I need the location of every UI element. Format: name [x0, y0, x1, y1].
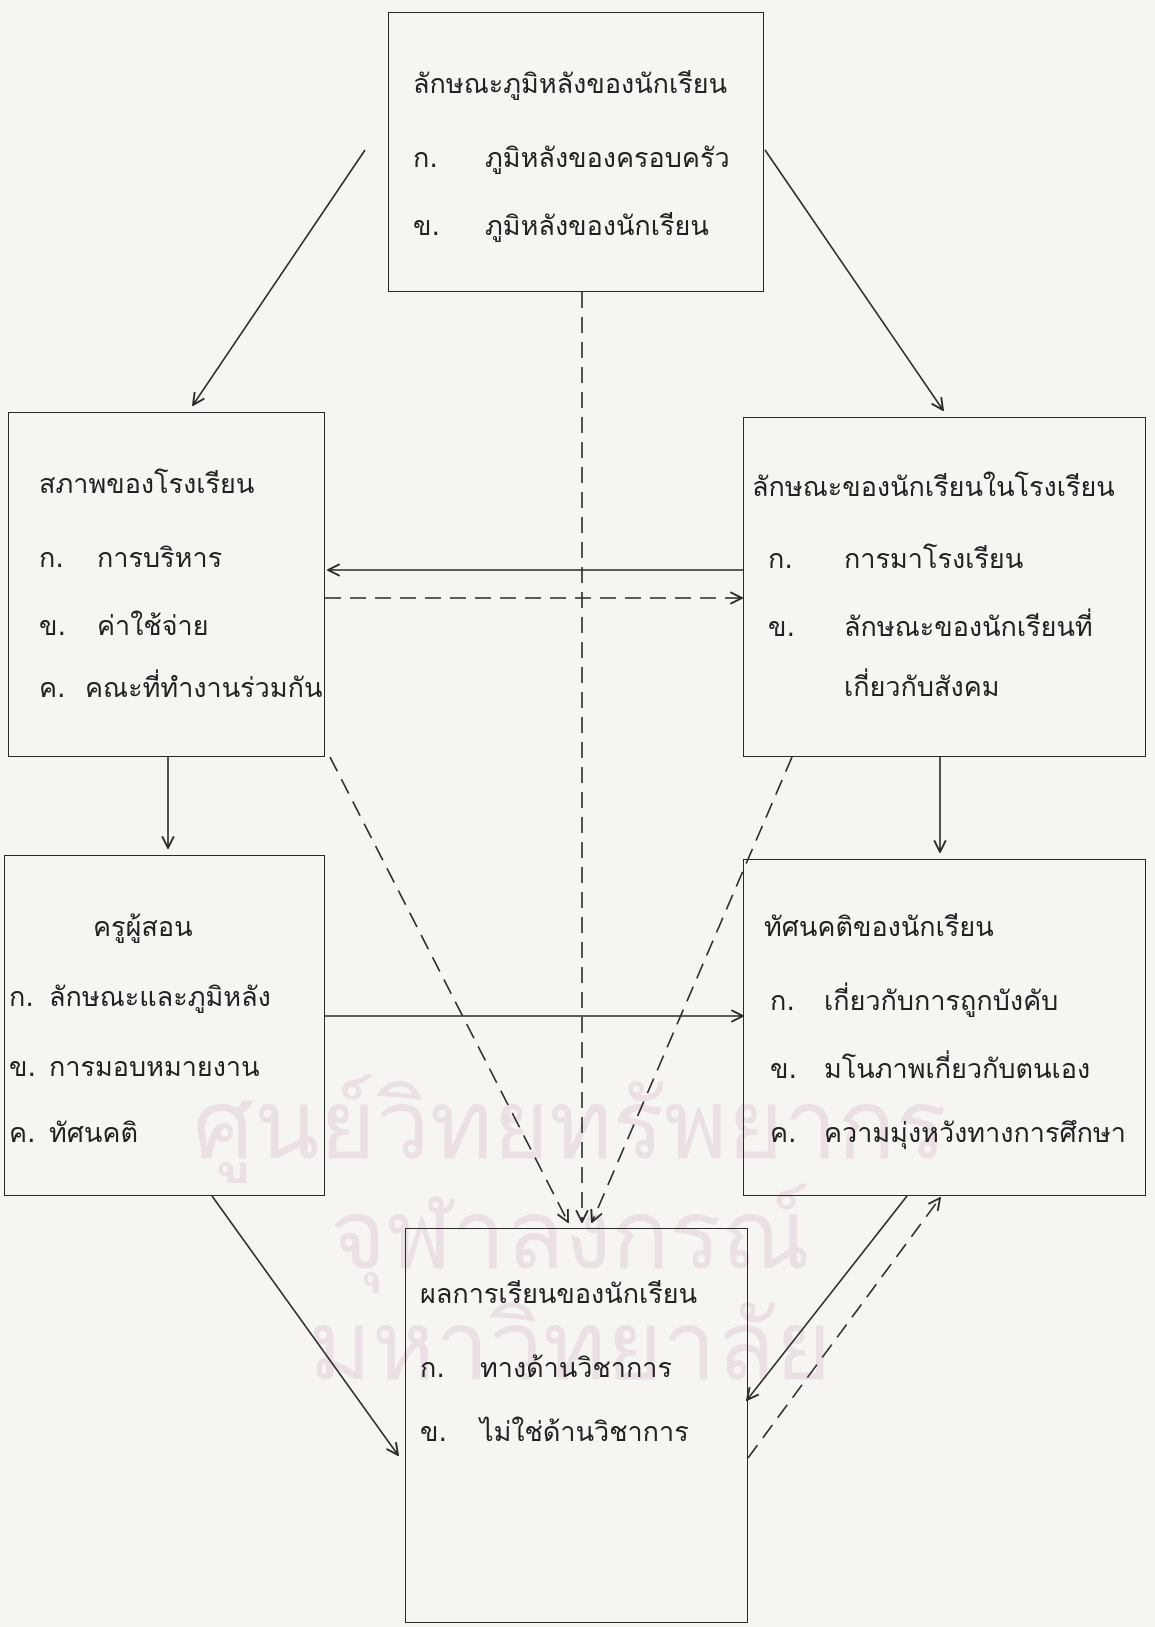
arrow-attitude-to-outcome	[747, 1195, 908, 1400]
box-title: สภาพของโรงเรียน	[39, 469, 255, 500]
item-marker: ก.	[9, 982, 34, 1013]
student-background-box: ลักษณะภูมิหลังของนักเรียน ก. ภูมิหลังของ…	[388, 12, 764, 292]
school-condition-box: สภาพของโรงเรียน ก. การบริหาร ข. ค่าใช้จ่…	[8, 412, 325, 757]
item-text: มโนภาพเกี่ยวกับตนเอง	[824, 1054, 1091, 1085]
student-in-school-box: ลักษณะของนักเรียนในโรงเรียน ก. การมาโรงเ…	[743, 417, 1146, 757]
arrow-background-to-school	[193, 149, 366, 405]
item-text: ภูมิหลังของนักเรียน	[485, 211, 709, 242]
teacher-box: ครูผู้สอน ก. ลักษณะและภูมิหลัง ข. การมอบ…	[4, 855, 325, 1196]
box-title: ทัศนคติของนักเรียน	[764, 912, 994, 943]
item-marker: ค.	[39, 673, 66, 704]
item-text: การบริหาร	[97, 543, 223, 574]
arrow-outcome-to-attitude	[747, 1198, 940, 1459]
arrow-teacher-to-outcome	[211, 1195, 398, 1455]
student-attitude-box: ทัศนคติของนักเรียน ก. เกี่ยวกับการถูกบัง…	[743, 859, 1146, 1196]
item-text: เกี่ยวกับสังคม	[844, 672, 1000, 703]
box-title: ลักษณะของนักเรียนในโรงเรียน	[752, 472, 1115, 503]
watermark: ศูนย์วิทยทรัพยากร จุฬาลงกรณ์มหาวิทยาลัย	[120, 1070, 1020, 1401]
item-text: ทางด้านวิชาการ	[480, 1353, 672, 1384]
item-text: ภูมิหลังของครอบครัว	[485, 143, 730, 174]
item-marker: ก.	[770, 986, 795, 1017]
item-marker: ข.	[770, 1054, 798, 1085]
watermark-line-2: จุฬาลงกรณ์มหาวิทยาลัย	[308, 1179, 832, 1402]
item-text: การมอบหมายงาน	[49, 1052, 260, 1083]
item-text: ทัศนคติ	[49, 1118, 138, 1149]
watermark-line-1: ศูนย์วิทยทรัพยากร	[192, 1069, 948, 1181]
item-marker: ก.	[39, 543, 64, 574]
item-text: ไม่ใช่ด้านวิชาการ	[480, 1417, 689, 1448]
box-title: ครูผู้สอน	[93, 912, 193, 943]
item-text: คณะที่ทำงานร่วมกัน	[85, 673, 323, 704]
arrow-school-to-outcome	[329, 756, 568, 1222]
item-marker: ก.	[413, 143, 438, 174]
item-marker: ก.	[768, 544, 793, 575]
arrow-student-to-outcome	[592, 756, 793, 1222]
item-marker: ข.	[39, 611, 67, 642]
item-text: ความมุ่งหวังทางการศึกษา	[824, 1118, 1126, 1149]
item-marker: ค.	[770, 1118, 797, 1149]
item-text: ลักษณะของนักเรียนที่	[844, 612, 1093, 643]
box-title: ลักษณะภูมิหลังของนักเรียน	[413, 69, 728, 100]
item-marker: ข.	[413, 211, 441, 242]
item-marker: ข.	[9, 1052, 37, 1083]
learning-outcome-box: ผลการเรียนของนักเรียน ก. ทางด้านวิชาการ …	[405, 1228, 748, 1623]
item-marker: ข.	[420, 1417, 448, 1448]
item-marker: ข.	[768, 612, 796, 643]
item-marker: ค.	[9, 1118, 36, 1149]
item-text: ค่าใช้จ่าย	[97, 611, 209, 642]
item-text: เกี่ยวกับการถูกบังคับ	[824, 986, 1059, 1017]
box-title: ผลการเรียนของนักเรียน	[420, 1279, 698, 1310]
item-marker: ก.	[420, 1353, 445, 1384]
arrow-background-to-student-in-school	[764, 149, 943, 410]
item-text: การมาโรงเรียน	[844, 544, 1024, 575]
item-text: ลักษณะและภูมิหลัง	[49, 982, 271, 1013]
